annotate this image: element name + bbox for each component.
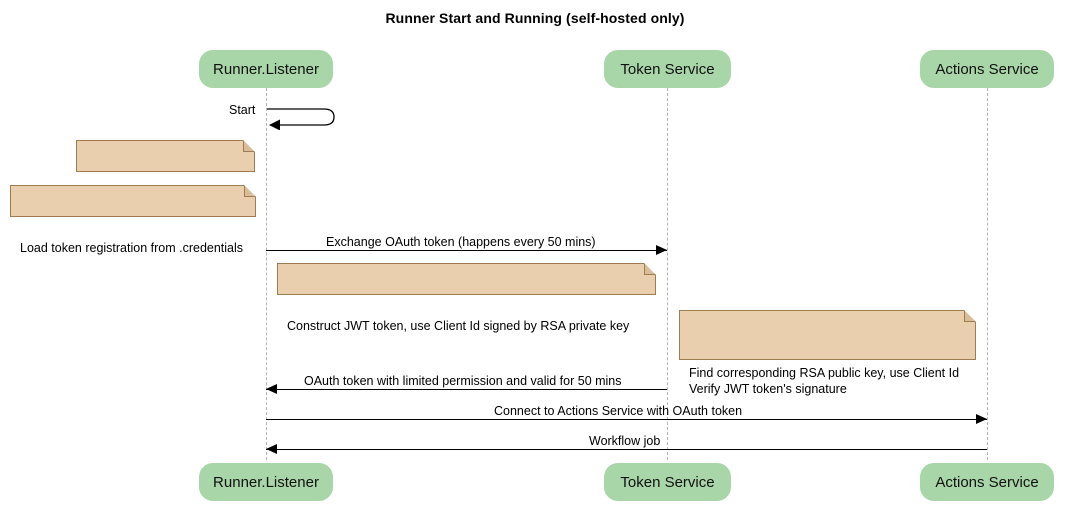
arrow-head-right	[976, 413, 987, 424]
message-label-start: Start	[229, 103, 256, 117]
note-text: Load token registration from .credential…	[20, 241, 244, 255]
arrow-head-left	[266, 443, 277, 454]
note-verify-jwt-token: Find corresponding RSA public key, use C…	[679, 310, 976, 396]
message-line-oauth-token-reply[interactable]	[266, 389, 667, 390]
message-line-connect-actions-service[interactable]	[266, 419, 987, 420]
participant-runner-top[interactable]: Runner.Listener	[199, 50, 333, 88]
message-start-self-loop[interactable]	[266, 104, 342, 130]
participant-token-bottom[interactable]: Token Service	[604, 463, 731, 501]
lifeline-runner	[266, 88, 267, 460]
note-construct-jwt-token: Construct JWT token, use Client Id signe…	[277, 263, 656, 333]
message-label-oauth-token-reply: OAuth token with limited permission and …	[304, 374, 622, 388]
lifeline-token	[667, 88, 668, 460]
message-label-connect-actions-service: Connect to Actions Service with OAuth to…	[494, 404, 743, 418]
participant-label: Token Service	[620, 60, 715, 78]
note-load-token-registration: Load token registration from .credential…	[10, 185, 256, 255]
participant-label: Actions Service	[935, 473, 1039, 491]
lifeline-actions	[987, 88, 988, 460]
participant-runner-bottom[interactable]: Runner.Listener	[199, 463, 333, 501]
participant-token-top[interactable]: Token Service	[604, 50, 731, 88]
participant-label: Runner.Listener	[213, 473, 319, 491]
arrow-head-left	[266, 383, 277, 394]
participant-actions-top[interactable]: Actions Service	[920, 50, 1054, 88]
note-load-config: Load config info from .runner	[76, 140, 255, 210]
participant-label: Token Service	[620, 473, 715, 491]
participant-actions-bottom[interactable]: Actions Service	[920, 463, 1054, 501]
note-text: Find corresponding RSA public key, use C…	[689, 366, 960, 396]
diagram-title: Runner Start and Running (self-hosted on…	[385, 10, 685, 26]
message-label-workflow-job: Workflow job	[589, 434, 661, 448]
message-label-exchange-oauth-token: Exchange OAuth token (happens every 50 m…	[326, 235, 596, 249]
participant-label: Runner.Listener	[213, 60, 319, 78]
participant-label: Actions Service	[935, 60, 1039, 78]
message-line-exchange-oauth-token[interactable]	[266, 250, 667, 251]
arrow-head-right	[656, 244, 667, 255]
note-text: Construct JWT token, use Client Id signe…	[287, 319, 630, 333]
message-line-workflow-job[interactable]	[266, 449, 987, 450]
